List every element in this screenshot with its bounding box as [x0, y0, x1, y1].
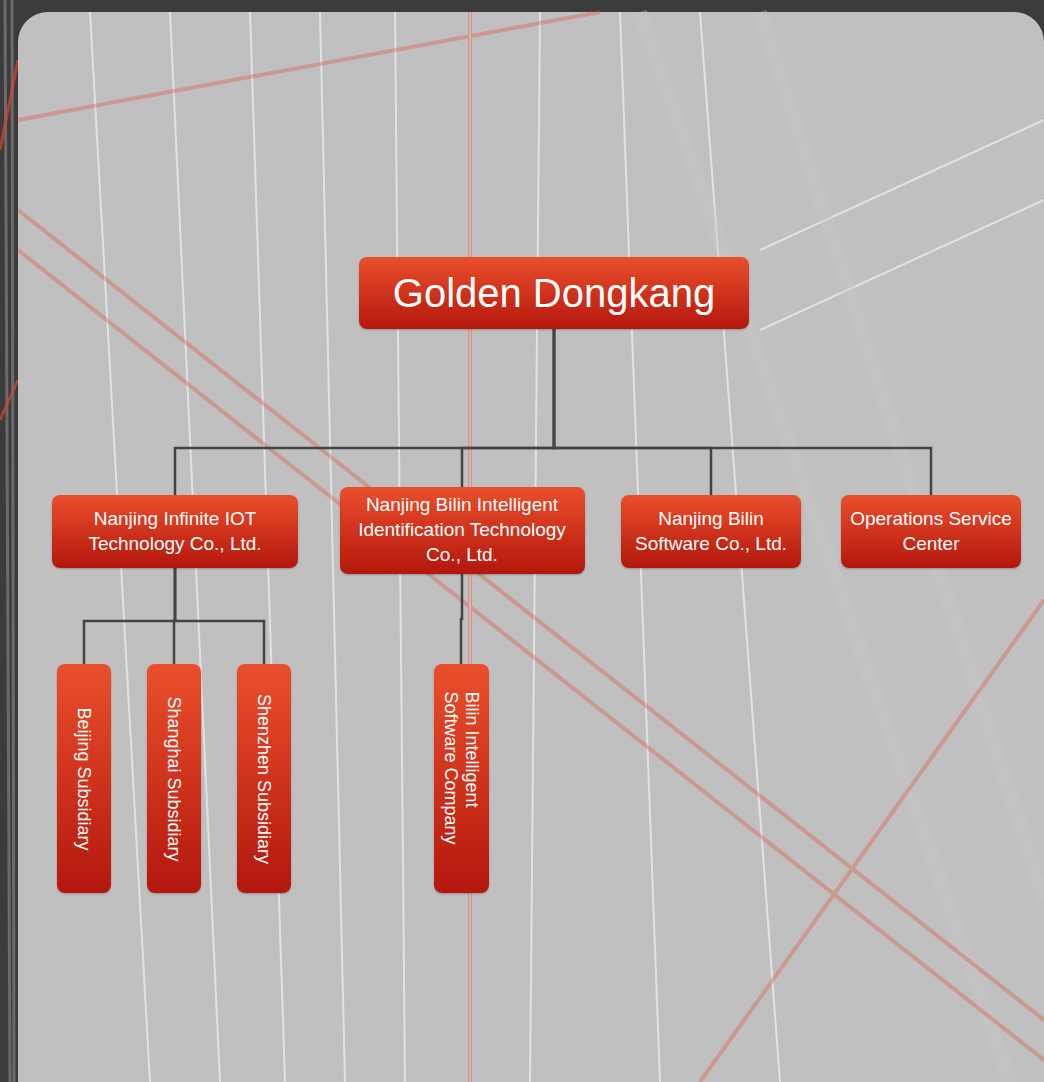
company-box: Nanjing Infinite IOT Technology Co., Ltd…	[52, 495, 298, 568]
node-label: Nanjing Bilin Software Co., Ltd.	[621, 507, 801, 556]
node-label: Nanjing Bilin Intelligent Identification…	[340, 493, 585, 567]
subsidiary-box: Beijing Subsidiary	[57, 664, 111, 893]
node-label: Bilin Intelligent Software Company	[440, 691, 481, 866]
org-connector	[462, 329, 554, 487]
node-label: Golden Dongkang	[387, 267, 721, 319]
company-box: Nanjing Bilin Intelligent Identification…	[340, 487, 585, 574]
node-label: Shenzhen Subsidiary	[254, 693, 275, 863]
subsidiary-box: Shenzhen Subsidiary	[237, 664, 291, 893]
node-label: Nanjing Infinite IOT Technology Co., Ltd…	[52, 507, 298, 556]
org-connector	[461, 574, 462, 664]
node-label: Beijing Subsidiary	[74, 707, 95, 850]
org-connector	[554, 329, 931, 495]
org-connector	[554, 329, 711, 495]
subsidiary-box: Bilin Intelligent Software Company	[434, 664, 489, 893]
node-label: Operations Service Center	[841, 507, 1021, 556]
center-box: Operations Service Center	[841, 495, 1021, 568]
root-box: Golden Dongkang	[359, 257, 749, 329]
company-box: Nanjing Bilin Software Co., Ltd.	[621, 495, 801, 568]
subsidiary-box: Shanghai Subsidiary	[147, 664, 201, 893]
org-connector	[175, 329, 554, 495]
node-label: Shanghai Subsidiary	[164, 696, 185, 861]
org-connector	[84, 568, 175, 664]
org-connector	[175, 568, 264, 664]
